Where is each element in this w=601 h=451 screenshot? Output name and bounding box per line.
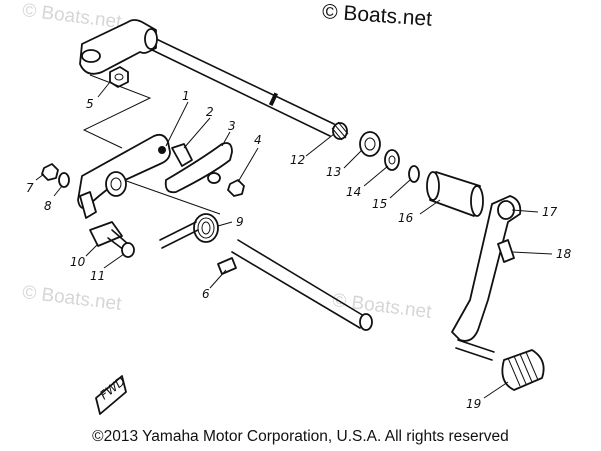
callout-16: 16 [398, 211, 414, 225]
callout-18: 18 [556, 247, 572, 261]
assembly-guide-line-lower [117, 177, 221, 215]
shift-pedal-part-17 [451, 195, 522, 361]
callout-11: 11 [90, 269, 105, 283]
callout-3: 3 [228, 119, 236, 133]
nut-part-5 [109, 66, 129, 88]
pedal-rubber-part-19 [501, 349, 545, 391]
shaft-end-knurl [331, 121, 349, 141]
collar-part-16 [426, 171, 484, 217]
callout-4: 4 [254, 133, 262, 147]
washer-part-8 [58, 172, 70, 188]
callout-8: 8 [44, 199, 52, 213]
assembly-guide-line [82, 74, 152, 149]
washer-part-14 [384, 149, 400, 171]
bolt-part-18 [497, 239, 515, 263]
upper-shift-shaft [79, 19, 335, 137]
callout-6: 6 [202, 287, 210, 301]
nut-part-7 [41, 163, 59, 181]
pawl-parts-2-3 [164, 142, 233, 194]
return-spring-part-9 [159, 213, 219, 249]
copyright-notice: ©2013 Yamaha Motor Corporation, U.S.A. A… [92, 428, 509, 445]
callout-leaders [35, 81, 553, 399]
callout-14: 14 [346, 185, 361, 199]
callout-12: 12 [290, 153, 305, 167]
callout-5: 5 [86, 97, 94, 111]
callout-9: 9 [236, 215, 244, 229]
callout-15: 15 [372, 197, 387, 211]
callout-2: 2 [206, 105, 214, 119]
callout-19: 19 [466, 397, 481, 411]
bolt-part-10 [89, 221, 135, 258]
callout-numbers: 1 2 3 4 5 6 7 8 9 10 11 12 13 14 15 16 1… [26, 89, 572, 411]
forward-direction-marker: FWD [95, 374, 128, 415]
shift-arm-bracket [77, 133, 171, 219]
callout-1: 1 [182, 89, 190, 103]
nut-part-6-upper [227, 179, 245, 197]
pin-part-6-lower [217, 257, 237, 275]
callout-13: 13 [326, 165, 341, 179]
circlip-part-15 [408, 165, 420, 183]
callout-10: 10 [70, 255, 86, 269]
oil-seal-part-13 [359, 131, 381, 157]
callout-7: 7 [26, 181, 34, 195]
lower-shift-shaft [231, 239, 373, 331]
callout-17: 17 [542, 205, 558, 219]
